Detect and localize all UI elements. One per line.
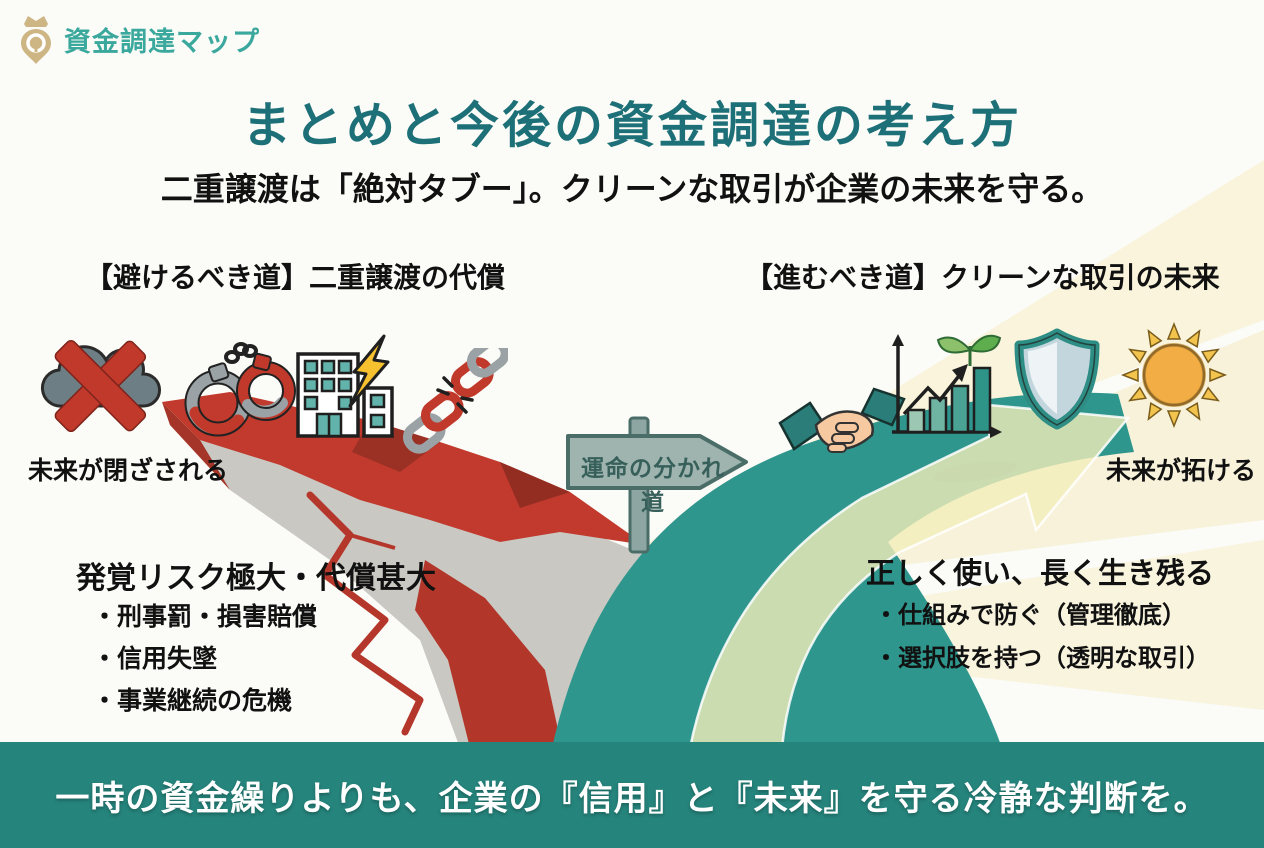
crack-branch: [349, 533, 396, 550]
building-lightning-icon: [296, 334, 394, 438]
cliff-red-lower: [415, 560, 562, 748]
signpost-board: [566, 434, 748, 490]
map-pin-crown-icon: [21, 16, 51, 64]
left-path-caption: 未来が閉ざされる: [28, 457, 229, 485]
footer-banner: 一時の資金繰りよりも、企業の『信用』と『未来』を守る冷静な判断を。: [0, 742, 1264, 848]
sun-icon: [1120, 322, 1228, 429]
list-item: ・事業継続の危機: [92, 687, 293, 715]
handcuffs-icon: [184, 342, 296, 437]
list-item: ・選択肢を持つ（透明な取引）: [874, 645, 1210, 672]
site-logo: 資金調達マップ: [16, 12, 260, 66]
light-beam: [650, 540, 1264, 710]
signpost-label: 運命の分かれ道: [581, 455, 725, 515]
cliff-red-facet: [500, 462, 570, 508]
left-list-heading: 発覚リスク極大・代償甚大: [76, 562, 436, 595]
cloud-x-icon: [40, 339, 161, 433]
growth-chart-icon: [892, 334, 1002, 438]
left-bullet-list: ・刑事罰・損害賠償 ・信用失墜 ・事業継続の危機: [92, 596, 317, 722]
right-bullet-list: ・仕組みで防ぐ（管理徹底） ・選択肢を持つ（透明な取引）: [874, 594, 1210, 680]
shield-icon: [1014, 328, 1100, 430]
cliff-red-facet: [162, 402, 230, 490]
right-list-heading: 正しく使い、長く生き残る: [866, 558, 1215, 590]
page-title: まとめと今後の資金調達の考え方: [241, 99, 1022, 153]
handshake-icon: [778, 387, 906, 453]
page-subtitle: 二重譲渡は「絶対タブー」。クリーンな取引が企業の未来を守る。: [160, 171, 1104, 207]
footer-message: 一時の資金繰りよりも、企業の『信用』と『未来』を守る冷静な判断を。: [55, 779, 1209, 818]
logo-text: 資金調達マップ: [64, 26, 260, 57]
list-item: ・仕組みで防ぐ（管理徹底）: [874, 602, 1186, 629]
list-item: ・信用失墜: [92, 645, 218, 673]
right-path-caption: 未来が拓ける: [1106, 457, 1257, 485]
right-path-heading: 【進むべき道】クリーンな取引の未来: [745, 262, 1220, 293]
broken-chain-icon: [402, 348, 508, 454]
left-path-heading: 【避けるべき道】二重譲渡の代償: [85, 262, 506, 293]
list-item: ・刑事罰・損害賠償: [92, 603, 318, 631]
